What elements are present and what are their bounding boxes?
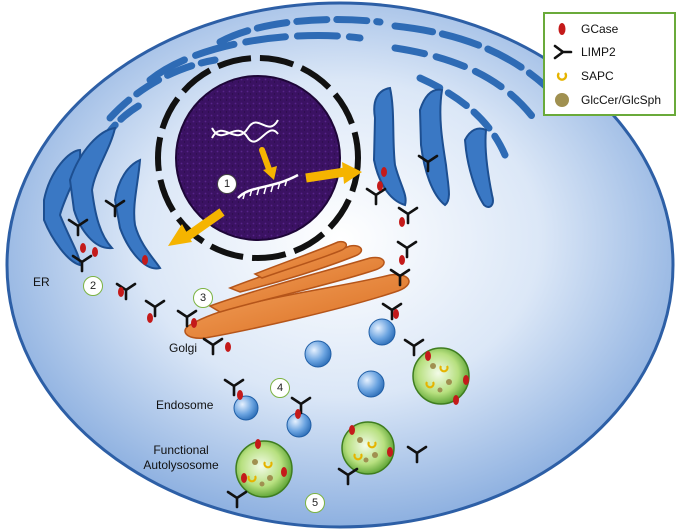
sapc-icon [551,67,573,85]
mrna-ticks [242,178,288,200]
cell-body [5,1,675,529]
legend: GCase LIMP2 SAPC GlcCer/GlcSph [543,12,676,116]
legend-label-limp2: LIMP2 [581,45,616,59]
step-3-marker: 3 [193,288,213,308]
golgi-label: Golgi [169,341,198,355]
endosome-label: Endosome [156,398,214,412]
step-5-marker: 5 [305,493,325,513]
gcase-icon [551,20,573,38]
legend-label-sapc: SAPC [581,69,614,83]
lipid-particles [252,363,452,487]
mrna-icon [237,173,299,199]
transcription-arrowhead [263,166,277,180]
autolysosome-label-line2: Autolysosome [143,458,219,472]
autolysosome-label-line1: Functional [153,443,209,457]
step-4-marker: 4 [270,378,290,398]
er-cisternae [43,86,494,270]
legend-item-glccer: GlcCer/GlcSph [551,91,661,109]
er-label: ER [33,275,50,289]
export-arrow-left [168,208,225,246]
step-1-marker: 1 [217,174,237,194]
dna-icon [211,119,279,143]
export-arrow-right [305,162,362,184]
limp2-icon [551,43,573,61]
legend-item-sapc: SAPC [551,67,614,85]
legend-item-gcase: GCase [551,20,618,38]
legend-label-gcase: GCase [581,22,619,36]
golgi-apparatus [184,240,410,339]
legend-label-glccer: GlcCer/GlcSph [581,93,662,107]
step-2-marker: 2 [83,276,103,296]
lipid-icon [551,91,573,109]
transcription-arrow [259,147,273,175]
autolysosome-label: Functional Autolysosome [143,443,218,473]
nuclear-envelope [155,55,361,261]
autolysosomes [235,347,470,498]
nucleus [175,75,341,241]
legend-item-limp2: LIMP2 [551,43,616,61]
